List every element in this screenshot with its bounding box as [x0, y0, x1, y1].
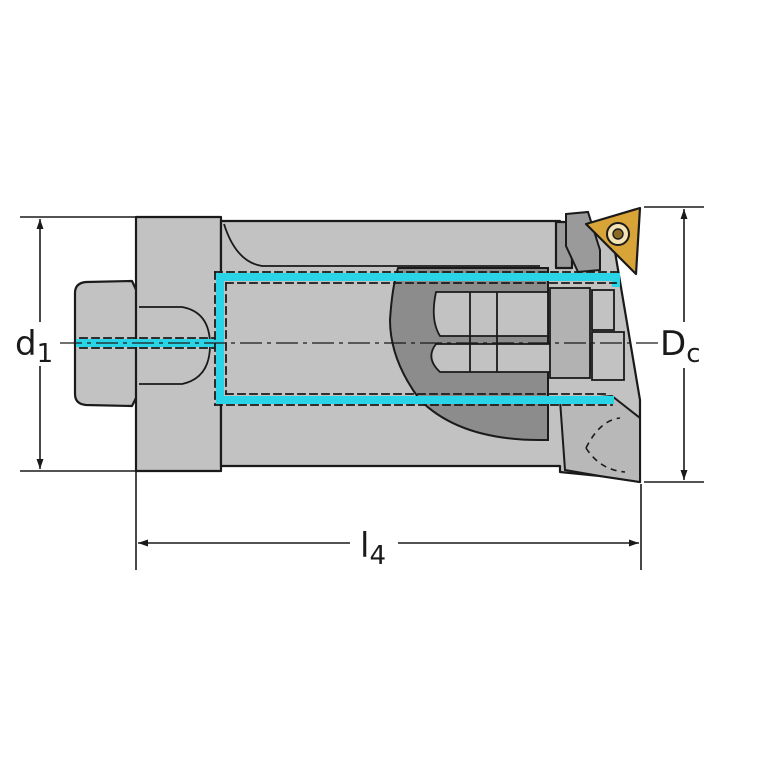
head-pins — [430, 287, 625, 381]
triangular-insert-icon — [584, 206, 642, 276]
pin-nut-lower — [591, 331, 625, 381]
pin-block — [549, 287, 591, 379]
dc-label: Dc — [660, 324, 700, 369]
coolant-loop — [216, 273, 620, 404]
lower-tooth — [558, 394, 641, 484]
dimension-lines — [20, 206, 704, 570]
l4-label: l4 — [360, 526, 386, 571]
pin-upper — [432, 291, 549, 337]
d1-label: d1 — [15, 324, 53, 369]
pin-nut-upper — [591, 289, 615, 331]
